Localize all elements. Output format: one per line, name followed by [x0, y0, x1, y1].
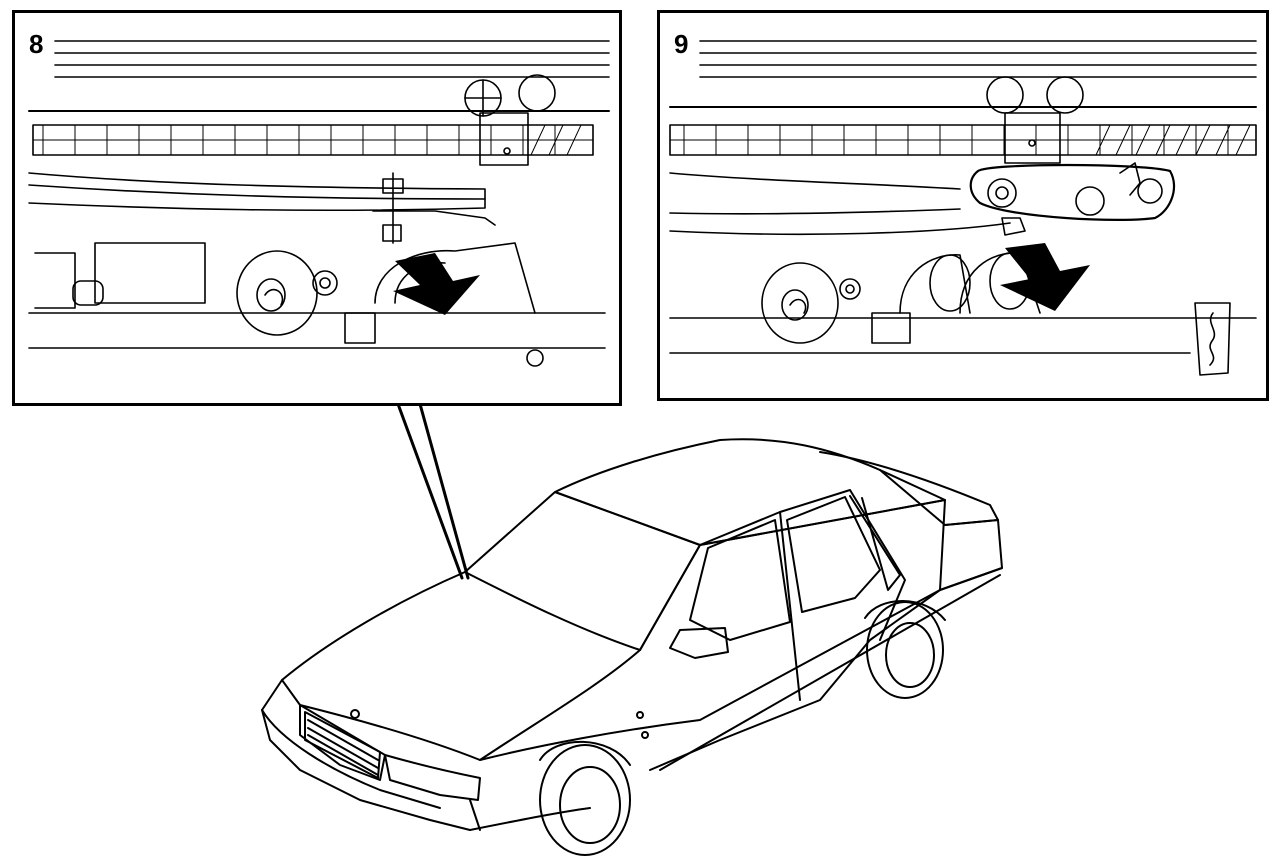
- detail-panel-9: 9: [657, 10, 1269, 401]
- rear-axle-detail-9: [669, 40, 1257, 376]
- down-right-arrow-icon: [393, 253, 480, 315]
- rear-axle-detail-8: [28, 40, 610, 367]
- step-number-8: 8: [29, 29, 44, 59]
- step-number-9: 9: [674, 29, 689, 59]
- detail-panel-8: 8: [12, 10, 622, 406]
- callout-pointer-icon: [396, 402, 470, 580]
- down-right-arrow-icon: [1000, 243, 1090, 311]
